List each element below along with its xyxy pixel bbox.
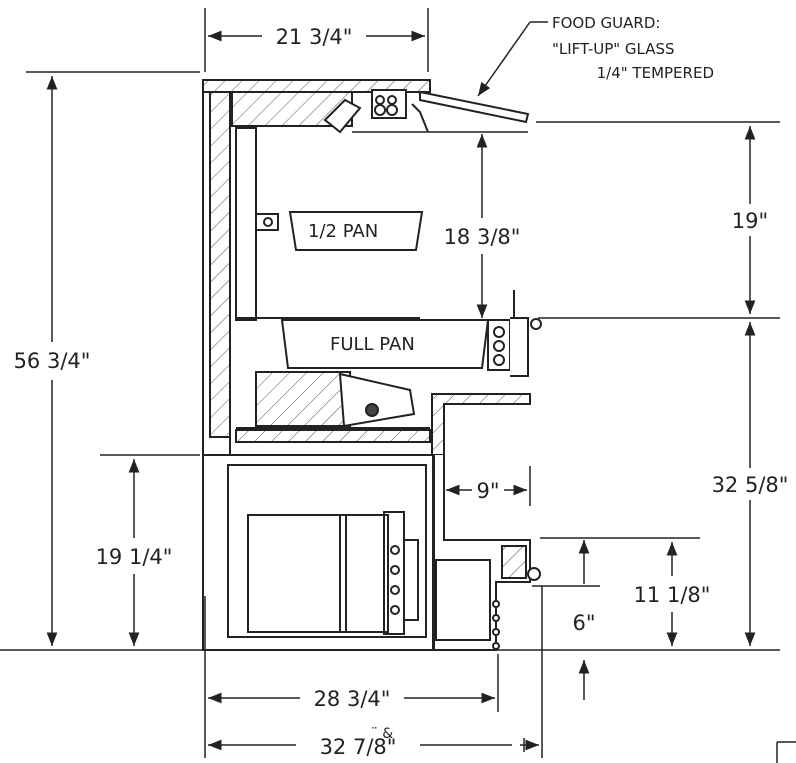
back-wall bbox=[209, 91, 231, 438]
base-cabinet bbox=[202, 454, 434, 651]
dim-pan-gap: 18 3/8" bbox=[444, 225, 521, 249]
dimension-lines bbox=[26, 8, 796, 763]
food-guard-note-line2: "LIFT-UP" GLASS bbox=[552, 40, 675, 58]
front-toe bbox=[433, 455, 541, 651]
dim-overall-depth: 32 7/8" bbox=[320, 735, 397, 759]
half-pan bbox=[255, 211, 424, 251]
food-guard-note-line1: FOOD GUARD: bbox=[552, 14, 660, 32]
dim-ledge-height: 11 1/8" bbox=[634, 583, 711, 607]
dim-base-height: 19 1/4" bbox=[96, 545, 173, 569]
full-pan-label: FULL PAN bbox=[330, 334, 415, 355]
dim-toe-height: 6" bbox=[572, 611, 595, 635]
dim-shelf-depth: 9" bbox=[476, 479, 499, 503]
heating-element bbox=[255, 371, 416, 428]
full-pan bbox=[280, 290, 542, 377]
compressor-fittings bbox=[390, 545, 400, 615]
toe-fittings bbox=[492, 600, 500, 650]
food-guard-glass bbox=[352, 90, 530, 133]
compressor bbox=[247, 514, 389, 633]
upper-controls bbox=[371, 89, 407, 119]
heat-lamp bbox=[323, 98, 362, 134]
dim-counter-height: 32 5/8" bbox=[712, 473, 789, 497]
dim-glass-clearance: 19" bbox=[732, 209, 768, 233]
dim-overlap-marks: ¨ & bbox=[371, 726, 393, 742]
upper-cabinet bbox=[202, 79, 431, 455]
half-pan-label: 1/2 PAN bbox=[308, 221, 378, 242]
dim-top-depth: 21 3/4" bbox=[276, 25, 353, 49]
food-guard-note-line3: 1/4" TEMPERED bbox=[597, 64, 714, 82]
dim-overall-height: 56 3/4" bbox=[14, 349, 91, 373]
dim-base-depth: 28 3/4" bbox=[314, 687, 391, 711]
